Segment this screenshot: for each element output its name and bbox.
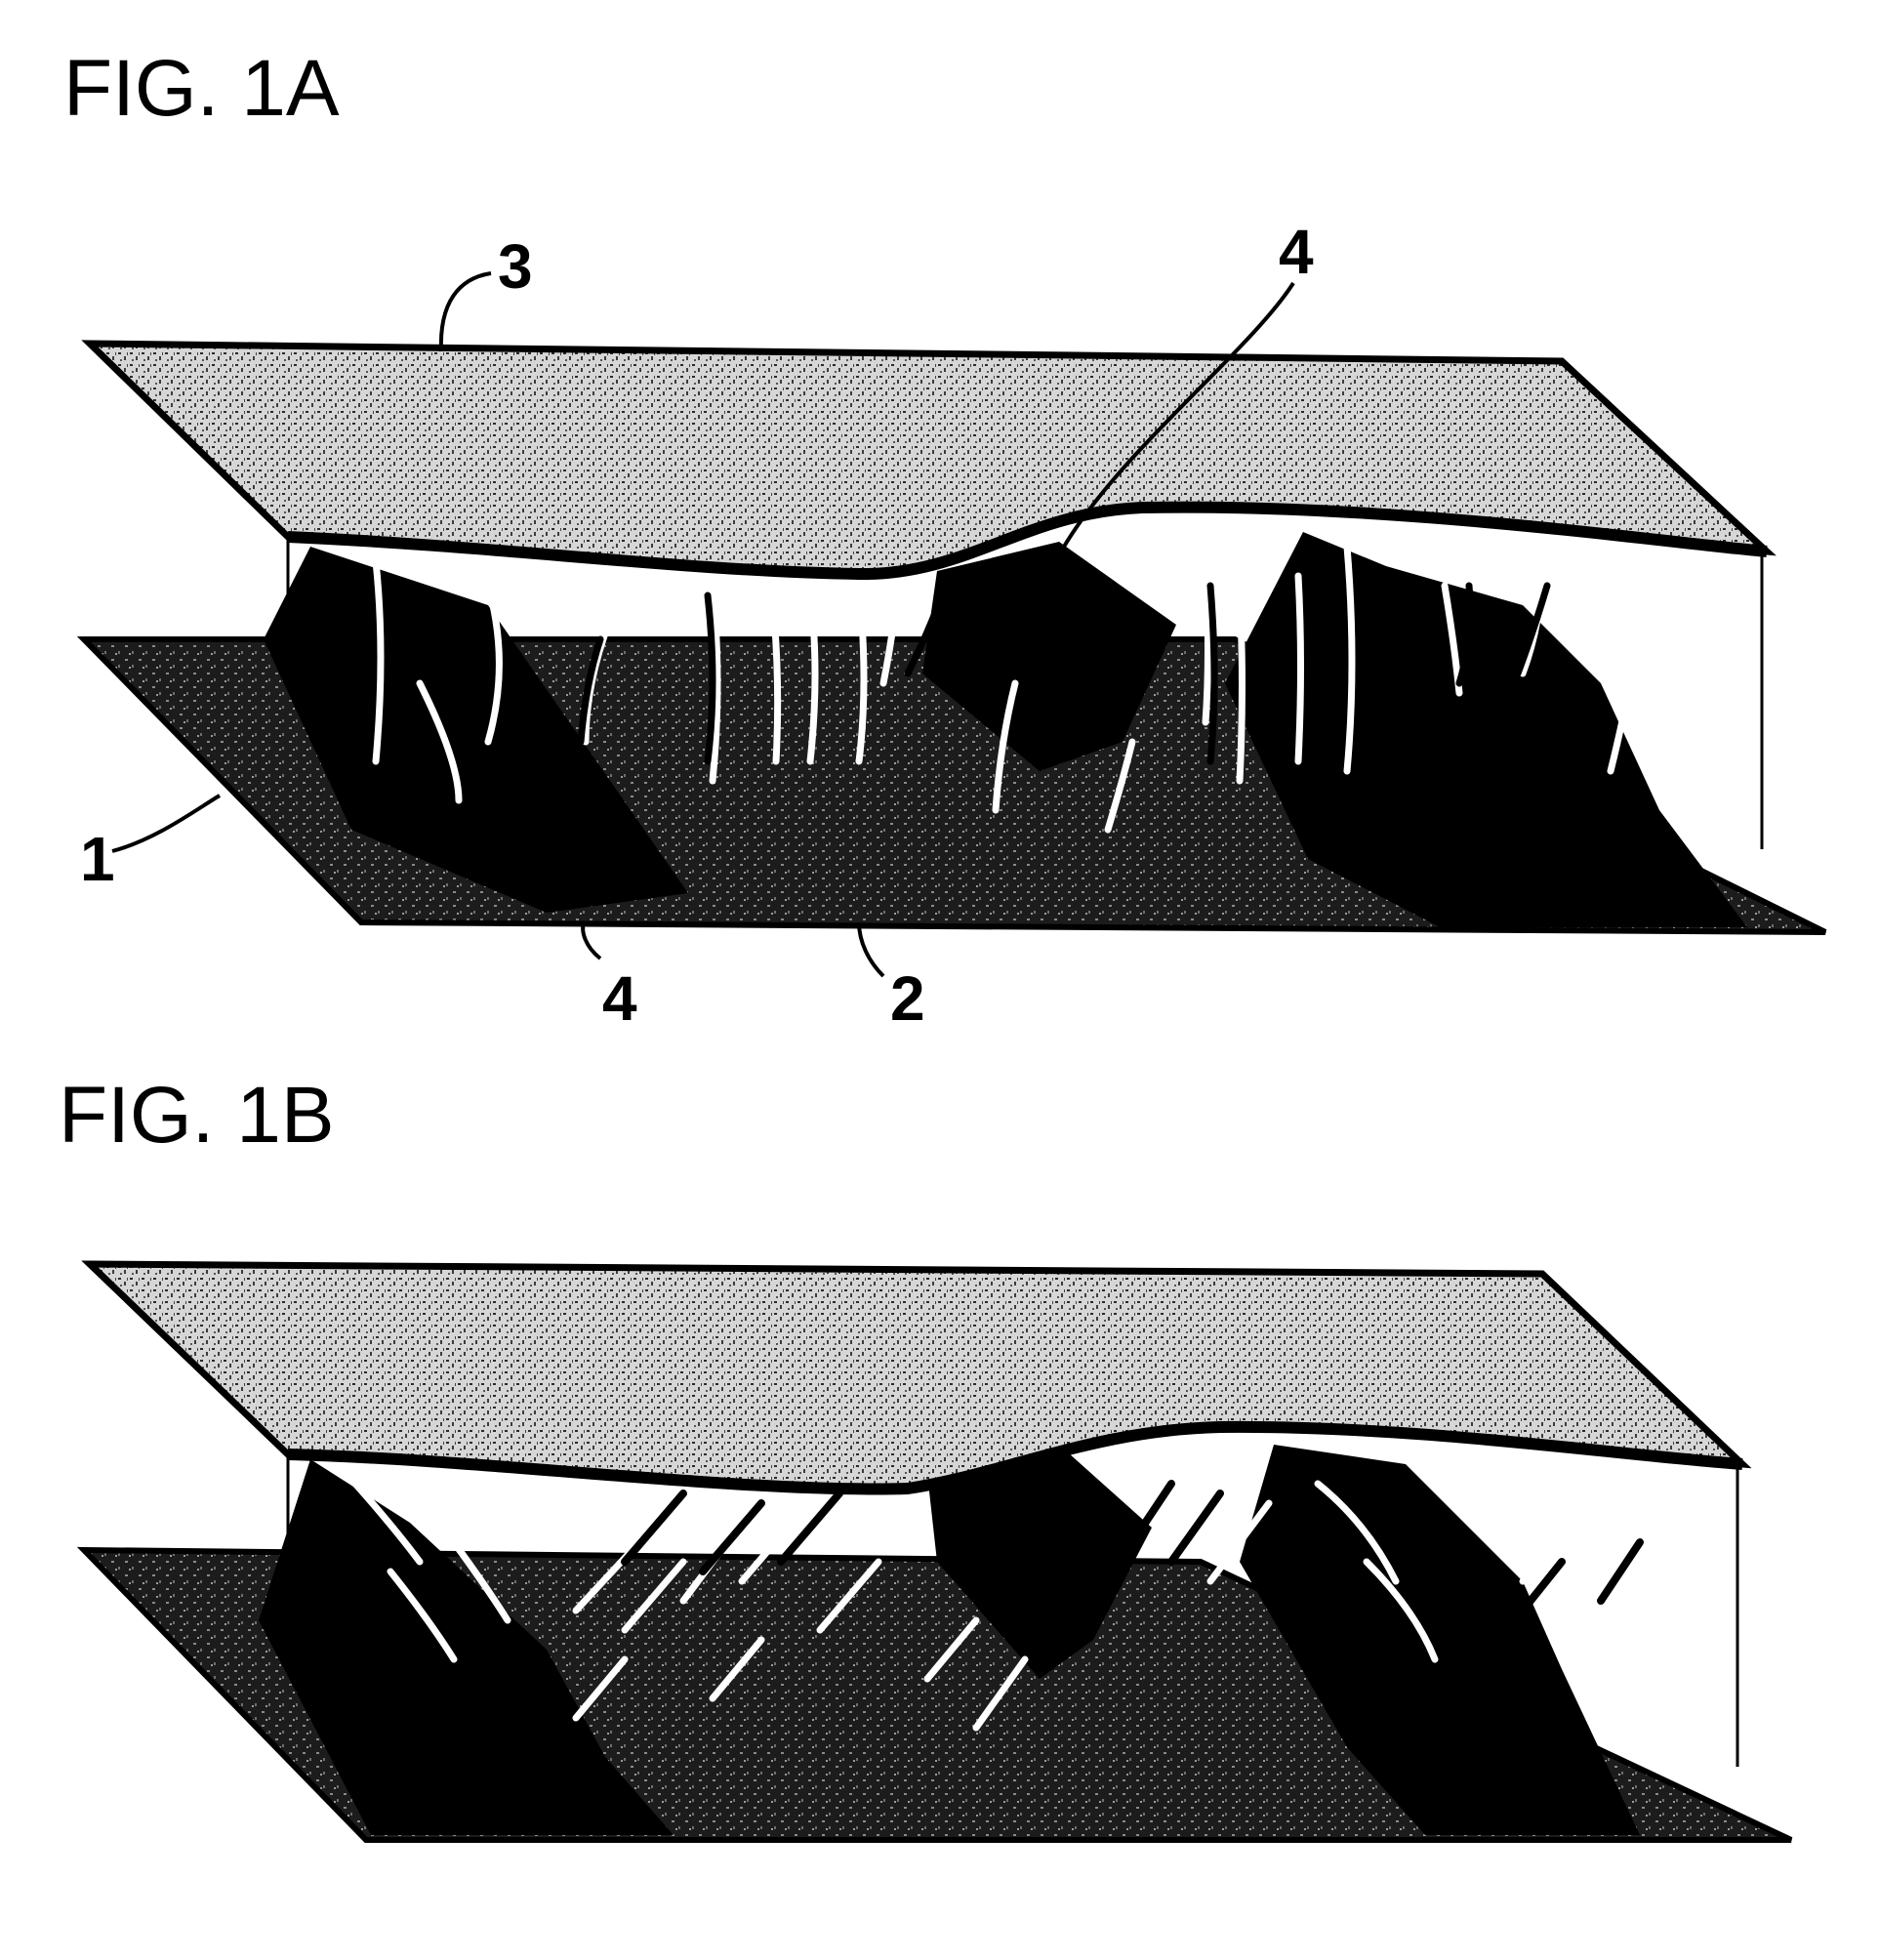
leader-4-lower: [583, 922, 600, 959]
leader-1: [112, 796, 220, 851]
label-2: 2: [890, 963, 925, 1034]
figure-1a: FIG. 1A: [63, 44, 1825, 1034]
figure-1b: FIG. 1B: [59, 1071, 1791, 1840]
label-3: 3: [498, 231, 533, 302]
label-1: 1: [80, 824, 115, 894]
leader-2: [859, 922, 883, 976]
figure-1a-title: FIG. 1A: [63, 44, 340, 133]
label-4-lower: 4: [602, 963, 637, 1034]
leader-3: [441, 273, 491, 351]
label-4-upper: 4: [1279, 217, 1314, 287]
figure-1b-title: FIG. 1B: [59, 1071, 335, 1160]
